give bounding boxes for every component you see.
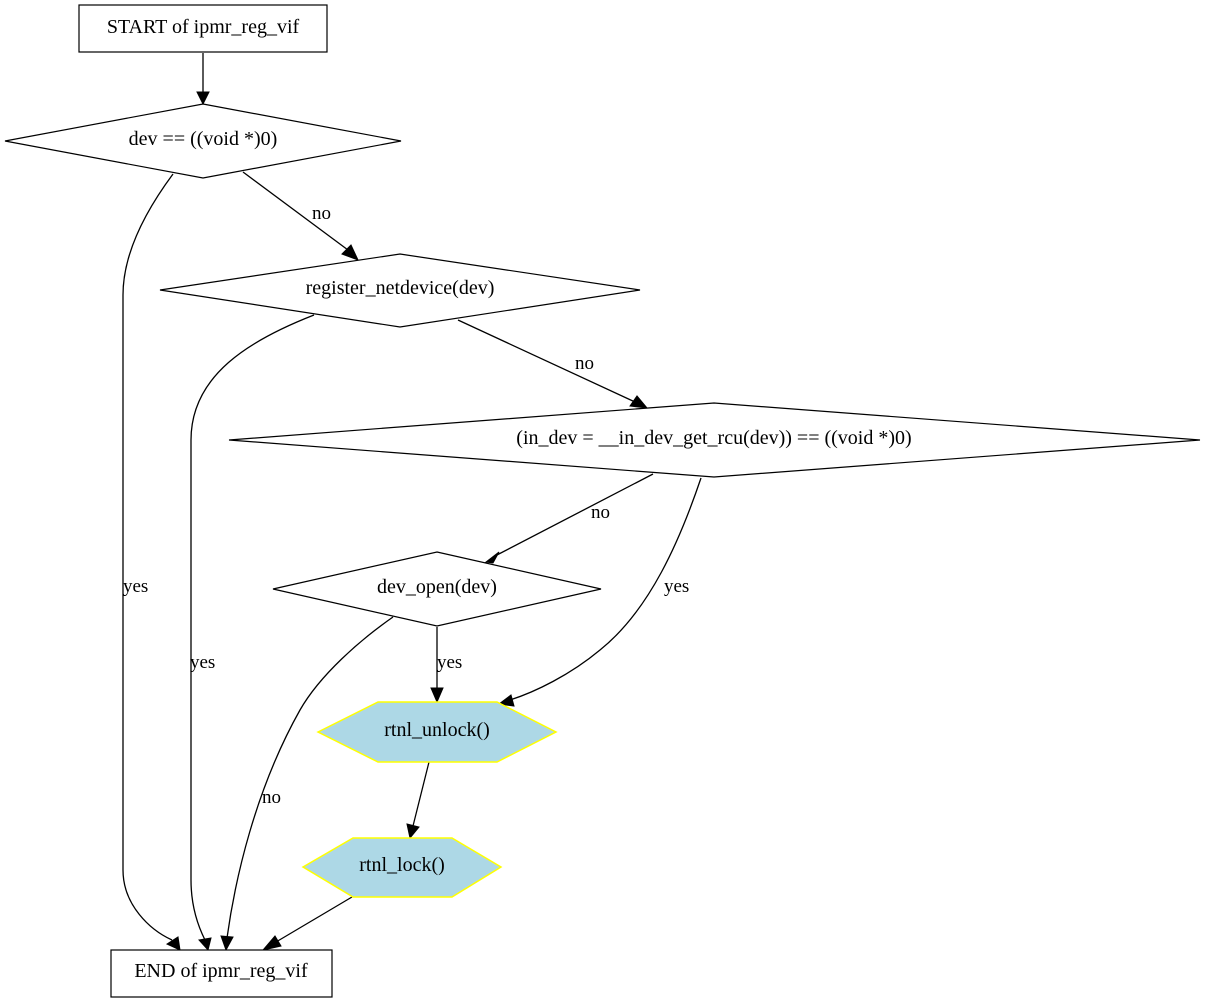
condition-dev-open-label: dev_open(dev) [377, 576, 497, 598]
action-rtnl-lock: rtnl_lock() [301, 837, 503, 898]
edge-start-to-dev-null [196, 53, 210, 106]
edge-register-yes-to-end [190, 314, 315, 952]
condition-in-dev-label: (in_dev = __in_dev_get_rcu(dev)) == ((vo… [516, 427, 911, 449]
edge-label-register-yes: yes [190, 652, 215, 673]
edges [122, 53, 702, 952]
condition-register-netdevice: register_netdevice(dev) [159, 253, 641, 328]
start-node: START of ipmr_reg_vif [78, 4, 328, 53]
condition-dev-null: dev == ((void *)0) [4, 103, 402, 179]
edge-dev-open-yes-to-rtnl-unlock [430, 627, 444, 704]
edge-in-dev-no-to-dev-open [484, 473, 654, 564]
edge-labels: yes no yes no no yes yes no [123, 203, 689, 808]
condition-in-dev: (in_dev = __in_dev_get_rcu(dev)) == ((vo… [228, 402, 1201, 478]
edge-register-no-to-in-dev [457, 319, 649, 409]
edge-rtnl-unlock-to-rtnl-lock [406, 761, 430, 840]
nodes: START of ipmr_reg_vif dev == ((void *)0)… [4, 4, 1201, 998]
start-label: START of ipmr_reg_vif [107, 16, 300, 38]
action-rtnl-unlock-label: rtnl_unlock() [384, 719, 490, 741]
edge-rtnl-lock-to-end [261, 896, 353, 951]
edge-dev-open-no-to-end [220, 616, 394, 952]
condition-dev-open: dev_open(dev) [272, 551, 602, 627]
edge-label-dev-null-no: no [312, 203, 331, 224]
action-rtnl-unlock: rtnl_unlock() [316, 701, 558, 763]
edge-label-in-dev-no: no [591, 502, 610, 523]
action-rtnl-lock-label: rtnl_lock() [359, 854, 445, 876]
edge-label-dev-null-yes: yes [123, 576, 148, 597]
edge-label-dev-open-yes: yes [437, 652, 462, 673]
edge-in-dev-yes-to-rtnl-unlock [497, 477, 702, 707]
end-node: END of ipmr_reg_vif [110, 949, 333, 998]
condition-register-netdevice-label: register_netdevice(dev) [306, 277, 495, 299]
edge-label-in-dev-yes: yes [664, 576, 689, 597]
edge-label-dev-open-no: no [262, 787, 281, 808]
condition-dev-null-label: dev == ((void *)0) [129, 128, 278, 150]
edge-dev-null-yes-to-end [122, 173, 181, 951]
end-label: END of ipmr_reg_vif [134, 960, 308, 982]
edge-dev-null-no-to-register [242, 171, 359, 261]
edge-label-register-no: no [575, 353, 594, 374]
